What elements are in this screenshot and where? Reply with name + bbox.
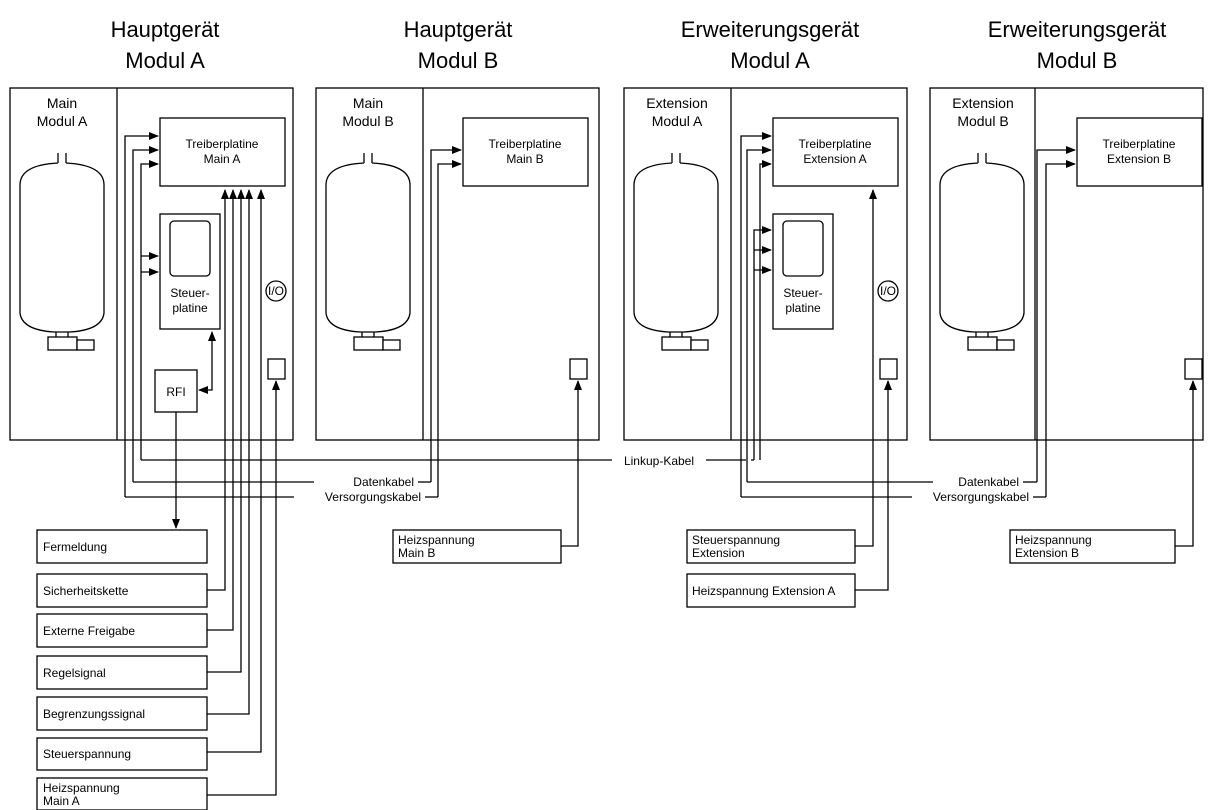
- tag-main-a-line1: Main: [47, 95, 77, 111]
- terminal-ext-b: [1184, 358, 1203, 380]
- io-switch-main-a: [265, 280, 287, 302]
- supply-cable-label: Versorgungskabel: [325, 490, 421, 504]
- signal-box-heizspannung-ext-a: [686, 573, 856, 608]
- control-main-a-line2: platine: [172, 301, 208, 315]
- steuerspannung-ext-line2: Extension: [692, 546, 745, 560]
- signal-list-main-a: Fermeldung Sicherheitskette Externe Frei…: [36, 529, 208, 810]
- data-cable-ext-label: Datenkabel: [958, 475, 1019, 489]
- terminal-main-b: [569, 358, 588, 380]
- tag-ext-b-line1: Extension: [952, 95, 1013, 111]
- signal-box-steuerspannung: [36, 737, 208, 771]
- rfi-label: RFI: [166, 385, 185, 399]
- signal-box-steuerspannung-ext: [686, 529, 856, 564]
- signal-label: Begrenzungssignal: [43, 707, 145, 721]
- terminal-ext-a: [879, 358, 898, 380]
- driver-main-b-line2: Main B: [506, 152, 543, 166]
- heizspannung-main-b-line2: Main B: [398, 546, 435, 560]
- tank-icon: [325, 153, 411, 333]
- signal-label: Sicherheitskette: [43, 584, 129, 598]
- heizspannung-main-b-line1: Heizspannung: [398, 533, 475, 547]
- header-main-a-line2: Modul A: [125, 48, 205, 73]
- data-cable-label: Datenkabel: [353, 475, 414, 489]
- io-switch-ext-a: [877, 280, 899, 302]
- cable-lines: [124, 132, 1197, 796]
- heizspannung-main-a-line2: Main A: [43, 794, 80, 808]
- driver-ext-a-line1: Treiberplatine: [799, 137, 872, 151]
- control-ext-a-line2: platine: [785, 301, 821, 315]
- tag-ext-a-line2: Modul A: [652, 113, 703, 129]
- signal-label: Externe Freigabe: [43, 624, 135, 638]
- tag-ext-b-line2: Modul B: [957, 113, 1008, 129]
- header-ext-b-line1: Erweiterungsgerät: [988, 17, 1167, 42]
- header-main-b-line2: Modul B: [418, 48, 499, 73]
- header-ext-a-line1: Erweiterungsgerät: [681, 17, 860, 42]
- header-main-a-line1: Hauptgerät: [111, 17, 220, 42]
- control-main-a-line1: Steuer-: [170, 286, 209, 300]
- supply-cable-ext-label: Versorgungskabel: [933, 490, 1029, 504]
- tank-icon: [633, 153, 719, 333]
- signal-box-heizspannung-main-b: [392, 529, 562, 564]
- steuerspannung-ext-line1: Steuerspannung: [692, 533, 780, 547]
- terminal-main-a: [267, 358, 286, 380]
- tank-icon: [19, 153, 105, 333]
- driver-main-b-line1: Treiberplatine: [489, 137, 562, 151]
- signal-box-heizspannung-main-a: [36, 777, 208, 810]
- module-ext-b: Extension Modul B Treiberplatine Extensi…: [929, 87, 1204, 441]
- control-ext-a-line1: Steuer-: [783, 286, 822, 300]
- signal-box-regelsignal: [36, 655, 208, 690]
- tank-icon: [939, 153, 1025, 333]
- signal-box-begrenzungssignal: [36, 696, 208, 731]
- driver-ext-b-line2: Extension B: [1107, 152, 1171, 166]
- header-main-b-line1: Hauptgerät: [404, 17, 513, 42]
- io-main-a-label: I/O: [268, 284, 284, 298]
- module-main-a: Main Modul A Treiberplatine Main A Steue…: [9, 87, 294, 441]
- tag-ext-a-line1: Extension: [646, 95, 707, 111]
- io-ext-a-label: I/O: [880, 284, 896, 298]
- signal-box-externe-freigabe: [36, 613, 208, 648]
- heizspannung-ext-a-label: Heizspannung Extension A: [692, 584, 835, 598]
- heizspannung-ext-b-line2: Extension B: [1015, 546, 1079, 560]
- driver-ext-a-line2: Extension A: [803, 152, 866, 166]
- heizspannung-main-a-line1: Heizspannung: [43, 781, 120, 795]
- linkup-cable-label: Linkup-Kabel: [624, 454, 694, 468]
- tag-main-b-line2: Modul B: [342, 113, 393, 129]
- module-main-b: Main Modul B Treiberplatine Main B: [315, 87, 600, 441]
- driver-main-a-line1: Treiberplatine: [186, 137, 259, 151]
- signal-label: Regelsignal: [43, 666, 106, 680]
- module-ext-a: Extension Modul A Treiberplatine Extensi…: [623, 87, 908, 441]
- driver-main-a-line2: Main A: [204, 152, 241, 166]
- signal-box-heizspannung-ext-b: [1009, 529, 1176, 564]
- signal-label: Fermeldung: [43, 540, 107, 554]
- signal-box-sicherheitskette: [36, 573, 208, 608]
- signal-label: Steuerspannung: [43, 747, 131, 761]
- header-ext-b-line2: Modul B: [1037, 48, 1118, 73]
- driver-board-ext-a: [772, 117, 899, 187]
- driver-ext-b-line1: Treiberplatine: [1103, 137, 1176, 151]
- signal-box-fermeldung: [36, 529, 208, 564]
- heizspannung-ext-b-line1: Heizspannung: [1015, 533, 1092, 547]
- driver-board-main-a: [159, 117, 286, 187]
- header-ext-a-line2: Modul A: [730, 48, 810, 73]
- tag-main-a-line2: Modul A: [37, 113, 88, 129]
- driver-board-ext-b: [1076, 117, 1203, 187]
- tag-main-b-line1: Main: [353, 95, 383, 111]
- driver-board-main-b: [462, 117, 589, 187]
